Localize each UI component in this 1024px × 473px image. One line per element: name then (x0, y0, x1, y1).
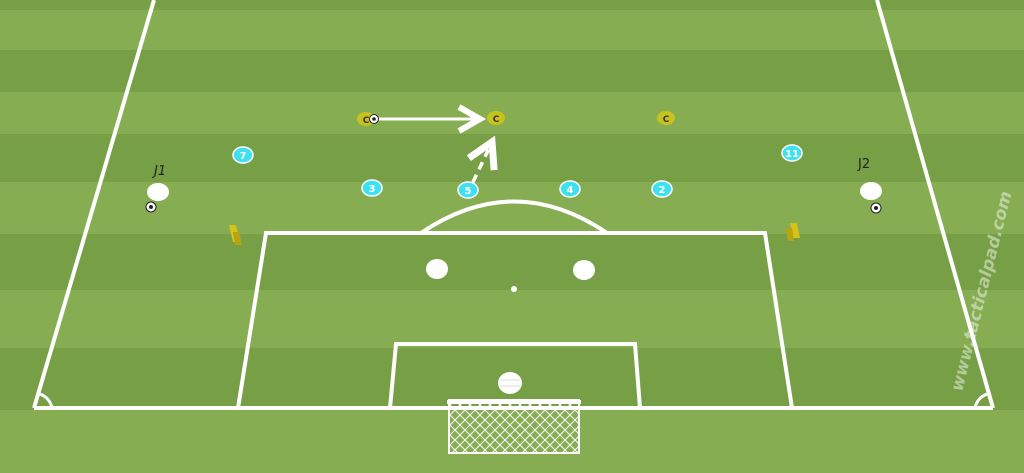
grass-stripe (0, 92, 1024, 134)
joker-j2[interactable] (860, 182, 882, 200)
goal-area (388, 342, 642, 409)
run-arrow (473, 142, 492, 183)
cyan-player-5[interactable]: 5 (457, 181, 479, 199)
joker-j1[interactable] (147, 183, 169, 201)
grass-stripe (0, 50, 1024, 92)
yellow-player-3[interactable]: C (657, 111, 675, 125)
soccer-ball-icon[interactable] (870, 202, 882, 214)
grass-stripe (0, 10, 1024, 50)
training-cone-icon (229, 225, 242, 245)
white-defender[interactable] (573, 260, 595, 280)
right-touchline (875, 0, 995, 409)
joker-j1-label: J1 (151, 164, 166, 179)
cyan-player-11-label: 11 (785, 149, 799, 160)
left-touchline (32, 0, 156, 409)
goal-net-icon (447, 399, 581, 454)
cyan-player-4-label: 4 (567, 185, 574, 196)
penalty-arc (419, 199, 609, 235)
cyan-player-2-label: 2 (659, 185, 666, 196)
yellow-player-2-label: C (493, 115, 500, 125)
cyan-player-5-label: 5 (465, 186, 472, 197)
penalty-spot (511, 286, 517, 292)
soccer-ball-icon[interactable] (145, 201, 157, 213)
joker-j2-label: J2 (857, 157, 870, 172)
cyan-player-7[interactable]: 7 (232, 146, 254, 164)
grass-stripe (0, 234, 1024, 290)
white-defender[interactable] (426, 259, 448, 279)
cyan-player-2[interactable]: 2 (651, 180, 673, 198)
grass-stripe (0, 134, 1024, 182)
yellow-player-3-label: C (663, 115, 670, 125)
soccer-ball-icon[interactable] (369, 114, 379, 124)
grass-stripe (0, 0, 1024, 10)
cyan-player-7-label: 7 (240, 151, 247, 162)
yellow-player-1-label: C (363, 116, 370, 126)
yellow-player-2[interactable]: C (487, 111, 505, 125)
goal-net (448, 399, 580, 454)
penalty-area (236, 231, 794, 409)
goalkeeper[interactable] (498, 372, 522, 394)
cyan-player-3-label: 3 (369, 184, 376, 195)
cyan-player-4[interactable]: 4 (559, 180, 581, 198)
cyan-player-11[interactable]: 11 (781, 144, 803, 162)
grass-stripe (0, 290, 1024, 348)
corner-arc-right (973, 392, 988, 409)
grass-stripe (0, 182, 1024, 234)
training-cone-icon (786, 223, 800, 241)
field-lines (32, 0, 995, 410)
corner-arc-left (39, 392, 54, 409)
cyan-player-3[interactable]: 3 (361, 179, 383, 197)
